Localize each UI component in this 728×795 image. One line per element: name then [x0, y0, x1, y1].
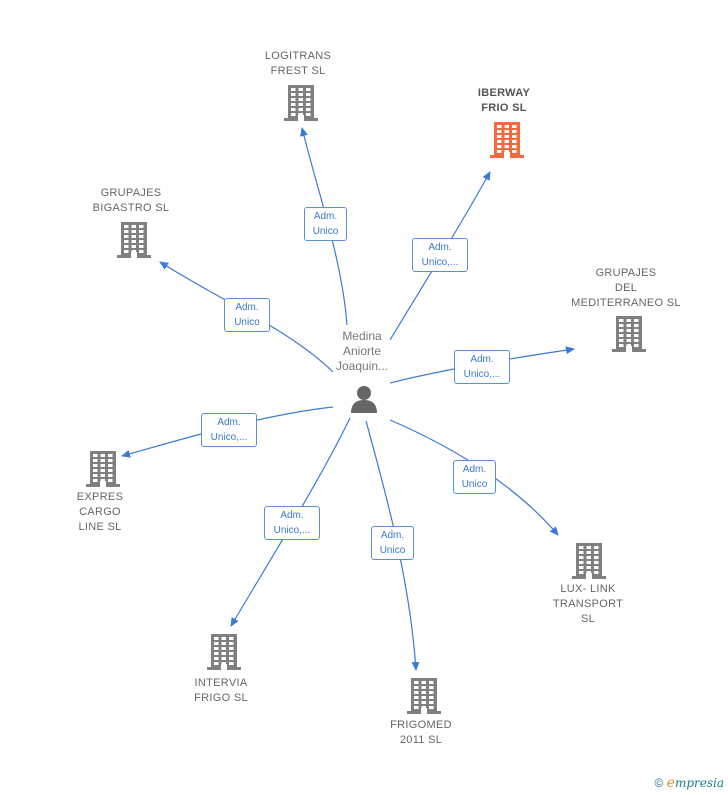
building-icon[interactable]	[572, 543, 606, 584]
role-badge-grupajes-mediterraneo[interactable]: Adm. Unico,...	[454, 350, 510, 384]
building-icon[interactable]	[284, 85, 318, 126]
copyright-symbol: ©	[654, 776, 664, 790]
role-badge-frigomed[interactable]: Adm. Unico	[371, 526, 414, 560]
building-icon[interactable]	[117, 222, 151, 263]
brand-name: mpresia	[674, 776, 724, 790]
building-icon[interactable]	[407, 678, 441, 719]
company-label-logitrans[interactable]: LOGITRANS FREST SL	[264, 50, 332, 77]
company-label-frigomed[interactable]: FRIGOMED 2011 SL	[390, 719, 452, 746]
role-badge-iberway[interactable]: Adm. Unico,...	[412, 238, 468, 272]
company-label-lux-link[interactable]: LUX- LINK TRANSPORT SL	[552, 583, 624, 625]
role-badge-intervia[interactable]: Adm. Unico,...	[264, 506, 320, 540]
person-icon[interactable]	[349, 384, 379, 414]
role-badge-grupajes-bigastro[interactable]: Adm. Unico	[224, 298, 270, 332]
building-icon[interactable]	[86, 451, 120, 492]
role-badge-lux-link[interactable]: Adm. Unico	[453, 460, 496, 494]
company-label-grupajes-bigastro[interactable]: GRUPAJES BIGASTRO SL	[92, 187, 170, 214]
person-name-label[interactable]: Medina Aniorte Joaquin...	[335, 329, 389, 373]
company-label-iberway[interactable]: IBERWAY FRIO SL	[477, 87, 531, 114]
role-badge-logitrans[interactable]: Adm. Unico	[304, 207, 347, 241]
company-label-intervia[interactable]: INTERVIA FRIGO SL	[194, 677, 248, 704]
building-icon[interactable]	[490, 122, 524, 163]
building-icon[interactable]	[612, 316, 646, 357]
brand-logo-e: e	[666, 775, 675, 791]
footer-brand: © empresia	[654, 775, 724, 791]
company-label-grupajes-mediterraneo[interactable]: GRUPAJES DEL MEDITERRANEO SL	[571, 267, 681, 309]
building-icon[interactable]	[207, 634, 241, 675]
role-badge-expres-cargo[interactable]: Adm. Unico,...	[201, 413, 257, 447]
company-label-expres-cargo[interactable]: EXPRES CARGO LINE SL	[76, 491, 124, 533]
